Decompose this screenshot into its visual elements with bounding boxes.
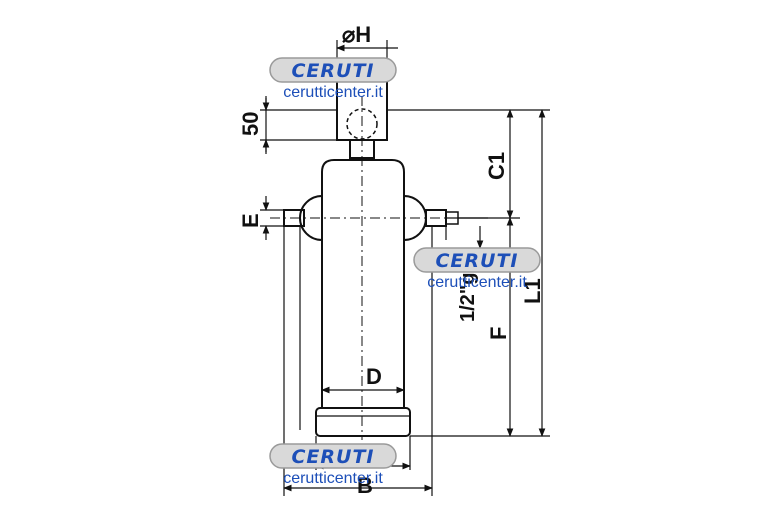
center-lines xyxy=(270,96,470,440)
watermark-bottom: CERUTI cerutticenter.it xyxy=(269,443,397,487)
brand-logo: CERUTI xyxy=(291,60,374,82)
dim-label-d: D xyxy=(366,364,382,389)
brand-badge xyxy=(269,57,397,83)
dim-label-b: B xyxy=(357,473,373,498)
watermark-middle: CERUTI cerutticenter.it xyxy=(413,247,541,291)
brand-logo: CERUTI xyxy=(291,446,374,468)
brand-badge xyxy=(269,443,397,469)
dim-label-l1: L1 xyxy=(520,278,545,304)
dim-label-f: F xyxy=(486,327,511,340)
brand-url: cerutticenter.it xyxy=(283,470,383,487)
watermark-top: CERUTI cerutticenter.it xyxy=(269,57,397,101)
dim-label-50: 50 xyxy=(238,112,263,136)
brand-badge xyxy=(413,247,541,273)
cylinder-tube xyxy=(321,159,405,409)
brand-logo: CERUTI xyxy=(435,250,518,272)
dimension-lines xyxy=(260,40,550,496)
dim-label-h: ⌀H xyxy=(342,22,371,47)
brand-url: cerutticenter.it xyxy=(427,274,527,291)
dim-label-e: E xyxy=(238,213,263,228)
brand-url: cerutticenter.it xyxy=(283,84,383,101)
cylinder-base xyxy=(315,407,411,437)
dim-label-c1: C1 xyxy=(484,152,509,180)
